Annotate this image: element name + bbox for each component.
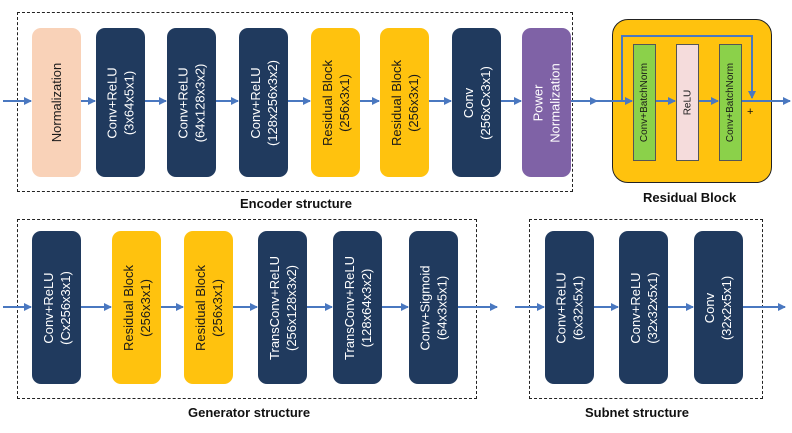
encoder-caption: Encoder structure bbox=[240, 196, 352, 211]
generator-block-residual-2: Residual Block (256x3x1) bbox=[184, 231, 233, 384]
generator-block-transconv-1: TransConv+ReLU (256x128x3x2) bbox=[258, 231, 307, 384]
skip-connection bbox=[621, 35, 756, 101]
encoder-block-conv-relu-3: Conv+ReLU (128x256x3x2) bbox=[239, 28, 288, 177]
residual-block-conv-batchnorm-2: Conv+BatchNorm bbox=[719, 44, 742, 161]
subnet-block-conv: Conv (32x2x5x1) bbox=[694, 231, 743, 384]
encoder-block-normalization: Normalization bbox=[32, 28, 81, 177]
residual-add-sign: + bbox=[747, 106, 754, 118]
residual-caption: Residual Block bbox=[643, 190, 737, 205]
generator-caption: Generator structure bbox=[188, 405, 311, 420]
encoder-block-conv-relu-2: Conv+ReLU (64x128x3x2) bbox=[167, 28, 216, 177]
residual-block-relu: ReLU bbox=[676, 44, 699, 161]
encoder-block-power-normalization: Power Normalization bbox=[522, 28, 571, 177]
subnet-block-conv-relu-2: Conv+ReLU (32x32x5x1) bbox=[619, 231, 668, 384]
subnet-block-conv-relu-1: Conv+ReLU (6x32x5x1) bbox=[545, 231, 594, 384]
subnet-caption: Subnet structure bbox=[585, 405, 690, 420]
generator-group bbox=[17, 219, 477, 399]
generator-block-conv-relu: Conv+ReLU (Cx256x3x1) bbox=[32, 231, 81, 384]
encoder-block-residual-1: Residual Block (256x3x1) bbox=[311, 28, 360, 177]
residual-block-conv-batchnorm-1: Conv+BatchNorm bbox=[633, 44, 656, 161]
generator-block-residual-1: Residual Block (256x3x1) bbox=[112, 231, 161, 384]
encoder-block-conv: Conv (256xCx3x1) bbox=[452, 28, 501, 177]
generator-block-transconv-2: TransConv+ReLU (128x64x3x2) bbox=[333, 231, 382, 384]
generator-block-conv-sigmoid: Conv+Sigmoid (64x3x5x1) bbox=[409, 231, 458, 384]
encoder-block-residual-2: Residual Block (256x3x1) bbox=[380, 28, 429, 177]
encoder-block-conv-relu-1: Conv+ReLU (3x64x5x1) bbox=[96, 28, 145, 177]
subnet-group bbox=[529, 219, 763, 399]
